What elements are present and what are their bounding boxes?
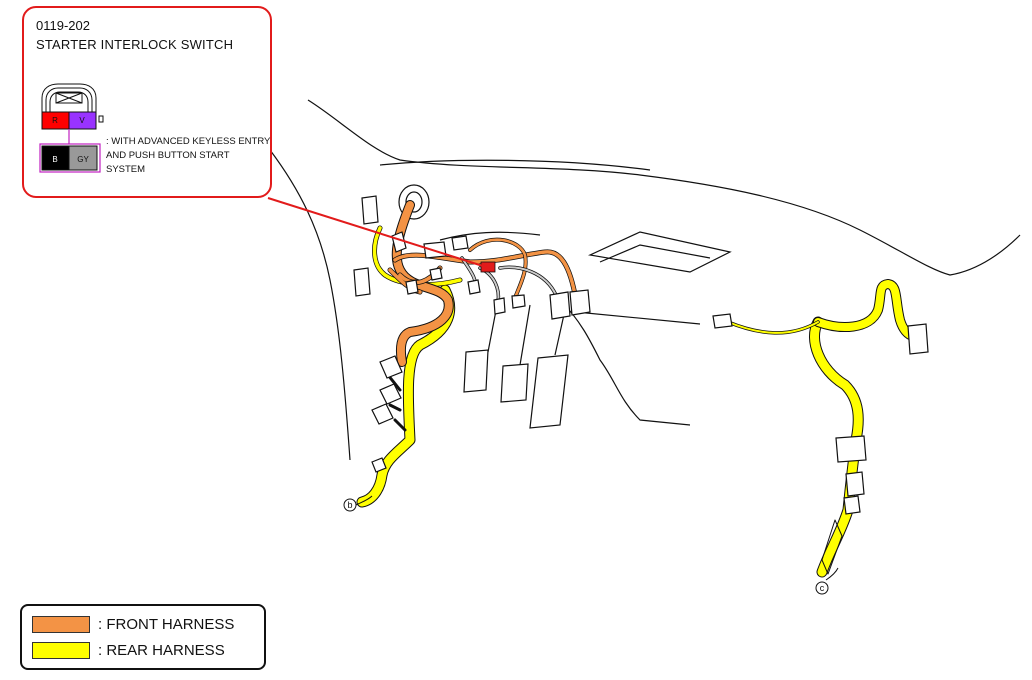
pin-upper-2-label: V [79, 116, 85, 125]
pin-upper-2 [68, 111, 97, 130]
connector-callout: 0119-202 STARTER INTERLOCK SWITCH R V [22, 6, 272, 198]
pin-lower-1 [41, 145, 70, 171]
pin-upper-1-label: R [52, 116, 58, 125]
connectors-right [712, 313, 929, 515]
pedals [463, 299, 569, 429]
connector-title: STARTER INTERLOCK SWITCH [36, 37, 234, 52]
legend-label-rear: : REAR HARNESS [98, 641, 225, 659]
pedal-middle [500, 363, 529, 403]
rear-harness-left [356, 225, 463, 508]
legend-item-front-harness: : FRONT HARNESS [32, 614, 234, 634]
connector-code: 0119-202 [36, 18, 90, 33]
legend-swatch-rear [32, 641, 90, 659]
legend-swatch-front [32, 615, 90, 633]
rear-harness-right [726, 279, 918, 578]
vehicle-body-outline [269, 99, 1021, 461]
pin-lower-2 [68, 145, 98, 171]
callout-leader-line [267, 197, 487, 268]
harness-legend: : FRONT HARNESS : REAR HARNESS [20, 604, 266, 670]
starter-interlock-switch-location [480, 261, 496, 273]
pedal-right [529, 354, 569, 429]
connector-housing-upper [41, 83, 104, 123]
pedal-left [463, 349, 489, 393]
connector-face-diagram: R V B GY [39, 83, 104, 173]
pin-lower-2-label: GY [77, 155, 89, 164]
legend-item-rear-harness: : REAR HARNESS [32, 640, 225, 660]
legend-label-front: : FRONT HARNESS [98, 615, 235, 633]
marker-c-label: c [820, 583, 825, 593]
pin-lower-1-label: B [52, 155, 57, 164]
marker-b: b [343, 495, 373, 512]
marker-c: c [815, 567, 839, 595]
connector-housing-lower [39, 143, 101, 173]
marker-b-label: b [347, 500, 352, 510]
system-note: : WITH ADVANCED KEYLESS ENTRY AND PUSH B… [106, 136, 271, 175]
connectors-left [353, 195, 591, 473]
